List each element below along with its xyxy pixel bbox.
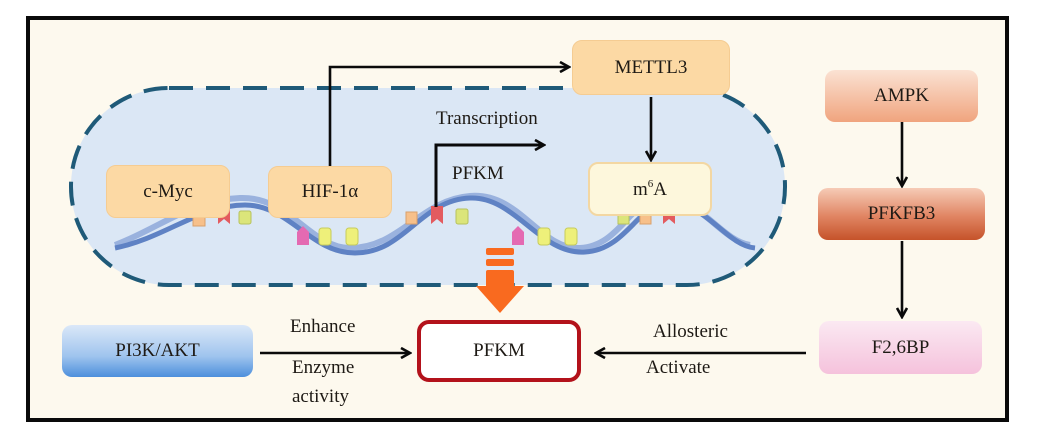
label-allosteric: Allosteric (653, 321, 728, 342)
base-yellow (238, 210, 252, 225)
label-activity: activity (292, 386, 349, 407)
base-yellow (455, 208, 469, 225)
node-f26bp-label: F2,6BP (871, 336, 930, 358)
label-enzyme: Enzyme (292, 357, 355, 378)
node-ampk-label: AMPK (874, 85, 929, 106)
node-pfkfb3-label: PFKFB3 (867, 203, 936, 224)
node-pfkm-target: PFKM (417, 320, 581, 382)
node-c-myc: c-Myc (106, 165, 230, 218)
node-mettl3-label: METTL3 (614, 56, 688, 78)
label-activate: Activate (646, 357, 711, 378)
node-m6a: m6A (588, 162, 712, 216)
edge-hif1a-mettl3 (328, 67, 568, 166)
node-pfkm-target-label: PFKM (473, 340, 525, 361)
edge-transcription (434, 145, 543, 207)
node-ampk: AMPK (825, 70, 978, 122)
base-orange (405, 211, 418, 225)
big-orange-arrow (476, 248, 524, 313)
base-yellow (318, 227, 332, 246)
base-yellow (564, 227, 578, 246)
node-pi3k-akt: PI3K/AKT (62, 325, 253, 377)
base-pink (512, 226, 524, 245)
node-c-myc-label: c-Myc (143, 180, 193, 202)
node-f26bp: F2,6BP (819, 321, 982, 374)
node-mettl3: METTL3 (572, 40, 730, 95)
node-pfkfb3: PFKFB3 (818, 188, 985, 240)
base-yellow (537, 227, 551, 246)
transcription-label: Transcription (436, 108, 538, 129)
node-hif1a-label: HIF-1α (301, 181, 359, 202)
node-m6a-label: m6A (632, 177, 667, 200)
label-enhance: Enhance (290, 316, 356, 337)
base-red (431, 206, 443, 224)
base-yellow (345, 227, 359, 246)
node-pi3k-akt-label: PI3K/AKT (115, 340, 200, 361)
base-pink (297, 226, 309, 245)
gene-pfkm-label: PFKM (452, 163, 504, 184)
node-hif1a: HIF-1α (268, 166, 392, 218)
